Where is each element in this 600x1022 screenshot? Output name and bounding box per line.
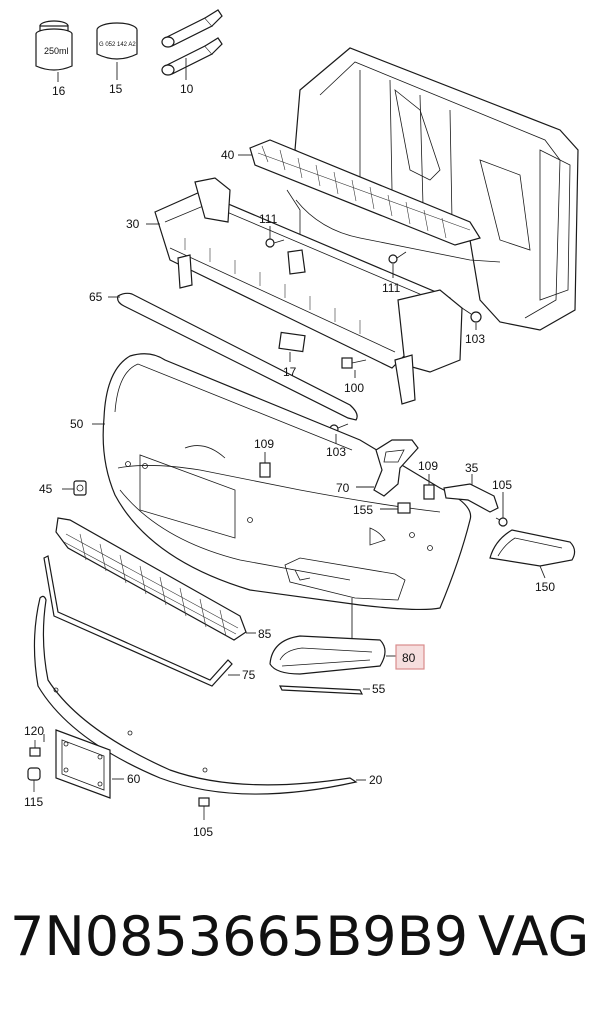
label-20: 20 [369, 773, 383, 787]
label-70: 70 [336, 481, 350, 495]
bumper-beam-illustration [154, 177, 463, 405]
label-40: 40 [221, 148, 235, 162]
label-111b: 111 [382, 281, 401, 295]
label-10: 10 [180, 82, 194, 96]
tubes-10-illustration [161, 9, 223, 80]
spoiler-20-illustration [33, 595, 366, 795]
label-15: 15 [109, 82, 123, 96]
brand-name: VAG [478, 905, 590, 968]
label-80: 80 [402, 651, 416, 665]
label-120: 120 [24, 724, 44, 738]
strip-55-illustration [279, 685, 370, 695]
label-103a: 103 [465, 332, 485, 346]
plate-17-illustration [278, 331, 306, 353]
label-60: 60 [127, 772, 141, 786]
label-111a: 111 [259, 212, 278, 226]
bolt-103a-illustration [461, 307, 482, 323]
leader-lines [43, 154, 477, 742]
label-75: 75 [242, 668, 256, 682]
bolt-105b-illustration [198, 797, 210, 820]
label-155: 155 [353, 503, 373, 517]
label-65: 65 [89, 290, 103, 304]
tin-code-text: G 052 142 A2 [99, 42, 136, 48]
label-150: 150 [535, 580, 555, 594]
label-35: 35 [465, 461, 479, 475]
jar-16-illustration: 250ml [35, 20, 73, 82]
bracket-70-illustration [356, 439, 419, 497]
grille-insert-80-illustration [269, 598, 398, 675]
label-115: 115 [24, 795, 43, 809]
bolt-105a-illustration [495, 492, 508, 527]
clip-45-illustration [62, 480, 87, 496]
exploded-parts-diagram: 250ml G 052 142 A2 [24, 9, 579, 839]
label-16: 16 [52, 84, 66, 98]
label-85: 85 [258, 627, 272, 641]
bracket-35-illustration [443, 474, 499, 513]
label-100: 100 [344, 381, 364, 395]
side-cover-150-illustration [489, 529, 576, 579]
bolt-100-illustration [341, 357, 367, 369]
label-17: 17 [283, 365, 297, 379]
clip-109b-illustration [423, 474, 435, 500]
clip-155-illustration [380, 502, 411, 514]
tin-15-illustration: G 052 142 A2 [96, 22, 138, 80]
plate-holder-60-illustration [55, 729, 124, 799]
bolt-111b-illustration [388, 251, 407, 264]
highlight-box-80 [395, 644, 425, 670]
label-55: 55 [372, 682, 386, 696]
strip-65-illustration [117, 292, 358, 421]
jar-volume-text: 250ml [44, 46, 69, 56]
screw-120-illustration [29, 740, 41, 757]
label-103b: 103 [326, 445, 346, 459]
label-109b: 109 [418, 459, 438, 473]
label-105b: 105 [193, 825, 213, 839]
label-45: 45 [39, 482, 53, 496]
caption-bar: 7N0853665B9B9 VAG [0, 905, 600, 985]
front-carrier-illustration [249, 47, 579, 331]
label-50: 50 [70, 417, 84, 431]
label-109a: 109 [254, 437, 274, 451]
strip-75-illustration [43, 555, 240, 687]
part-number: 7N0853665B9B9 [10, 905, 469, 968]
grille-85-illustration [55, 517, 256, 641]
label-30: 30 [126, 217, 140, 231]
screw-115-illustration [27, 767, 41, 792]
label-105a: 105 [492, 478, 512, 492]
clip-109a-illustration [259, 452, 271, 478]
